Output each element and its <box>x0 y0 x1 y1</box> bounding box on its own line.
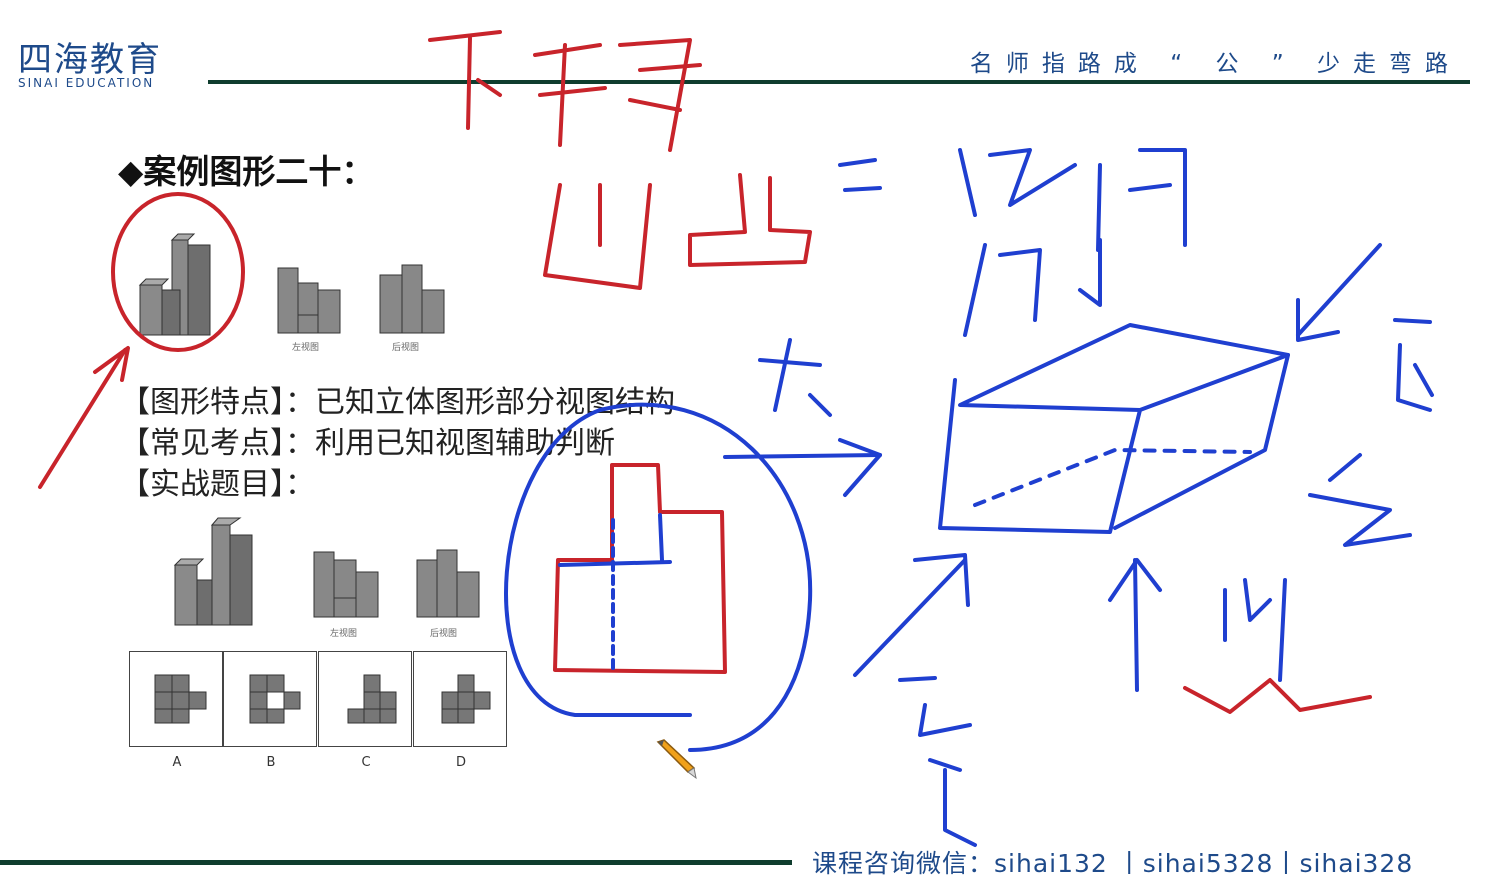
example-left-view-label: 左视图 <box>292 343 320 353</box>
feature-line-1: 【图形特点】：已知立体图形部分视图结构 <box>120 385 675 420</box>
option-a-label: A <box>172 755 182 770</box>
feature-line-3: 【实战题目】： <box>120 467 315 502</box>
header-divider <box>208 80 1470 84</box>
option-c-box[interactable] <box>318 651 412 747</box>
option-d-box[interactable] <box>413 651 507 747</box>
blue-ink-strokes <box>504 148 1434 847</box>
option-c-label: C <box>361 755 371 770</box>
pencil-cursor-icon <box>656 739 697 780</box>
footer-divider <box>0 860 792 865</box>
case-title: ◆案例图形二十： <box>118 152 375 191</box>
logo-english: SINAI EDUCATION <box>18 76 155 90</box>
question-back-view <box>416 549 480 618</box>
logo-chinese: 四海教育 <box>18 40 162 80</box>
option-a-box[interactable] <box>129 651 223 747</box>
footer-contact: 课程咨询微信：sihai132 丨sihai5328丨sihai328 <box>812 849 1414 878</box>
example-back-view-label: 后视图 <box>392 343 420 353</box>
option-b-label: B <box>266 755 276 770</box>
question-3d-solid <box>173 517 253 626</box>
question-left-view-label: 左视图 <box>330 629 358 639</box>
red-ink-strokes <box>38 30 1372 714</box>
option-d-label: D <box>455 755 466 770</box>
example-3d-solid <box>138 233 211 336</box>
header-slogan: 名师指路成 “ 公 ” 少走弯路 <box>969 51 1461 77</box>
example-left-view <box>277 267 341 334</box>
example-back-view <box>379 264 445 334</box>
feature-line-2: 【常见考点】：利用已知视图辅助判断 <box>120 426 615 461</box>
option-b-box[interactable] <box>223 651 317 747</box>
question-back-view-label: 后视图 <box>430 629 458 639</box>
question-left-view <box>313 551 379 618</box>
